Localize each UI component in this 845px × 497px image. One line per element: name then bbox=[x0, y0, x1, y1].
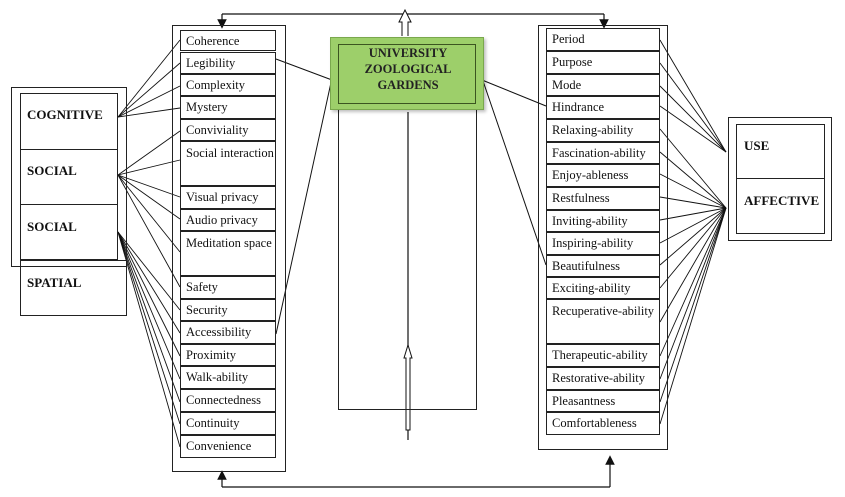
label-use: USE bbox=[744, 138, 770, 153]
left-list-item: Connectedness bbox=[180, 389, 276, 412]
right-list-item: Purpose bbox=[546, 51, 660, 74]
left-list-item: Security bbox=[180, 299, 276, 321]
right-list-item: Enjoy-ableness bbox=[546, 164, 660, 187]
right-list-item: Comfortableness bbox=[546, 412, 660, 435]
label-affective: AFFECTIVE bbox=[744, 193, 820, 208]
right-list-item: Inspiring-ability bbox=[546, 232, 660, 255]
left-inner-frame bbox=[20, 93, 118, 260]
right-list-item: Period bbox=[546, 28, 660, 51]
left-list-item: Conviviality bbox=[180, 119, 276, 141]
left-list-item: Meditation space bbox=[180, 231, 276, 276]
left-list-item: Visual privacy bbox=[180, 186, 276, 209]
label-social-2: SOCIAL bbox=[27, 219, 77, 234]
left-list-outer bbox=[172, 25, 286, 472]
label-spatial: SPATIAL bbox=[27, 275, 82, 290]
right-list-item: Therapeutic-ability bbox=[546, 344, 660, 367]
left-list-item: Walk-ability bbox=[180, 366, 276, 389]
left-list-item: Continuity bbox=[180, 412, 276, 435]
right-inner-frame bbox=[736, 124, 825, 234]
right-list-item: Beautifulness bbox=[546, 255, 660, 277]
left-list-item: Coherence bbox=[180, 30, 276, 51]
right-list-item: Exciting-ability bbox=[546, 277, 660, 299]
right-list-item: Restfulness bbox=[546, 187, 660, 210]
label-cognitive: COGNITIVE bbox=[27, 107, 103, 122]
center-title-line-1: UNIVERSITY bbox=[368, 46, 448, 60]
left-list-item: Convenience bbox=[180, 435, 276, 458]
left-outer-frame bbox=[11, 87, 127, 267]
center-title-line-3: GARDENS bbox=[377, 78, 439, 92]
right-list-outer bbox=[538, 25, 668, 450]
left-list-item: Proximity bbox=[180, 344, 276, 366]
left-list-item: Accessibility bbox=[180, 321, 276, 344]
right-list-item: Fascination-ability bbox=[546, 142, 660, 164]
right-list-item: Restorative-ability bbox=[546, 367, 660, 390]
center-up-arrow bbox=[398, 8, 412, 36]
right-outer-frame bbox=[728, 117, 832, 241]
left-list-item: Legibility bbox=[180, 52, 276, 74]
spatial-box bbox=[20, 260, 127, 316]
label-social-1: SOCIAL bbox=[27, 163, 77, 178]
right-list-item: Hindrance bbox=[546, 96, 660, 119]
left-list-item: Audio privacy bbox=[180, 209, 276, 231]
left-list-item: Mystery bbox=[180, 96, 276, 119]
right-list-item: Relaxing-ability bbox=[546, 119, 660, 142]
left-list-item: Complexity bbox=[180, 74, 276, 96]
left-list-item: Safety bbox=[180, 276, 276, 299]
right-list-item: Mode bbox=[546, 74, 660, 96]
center-title-line-2: ZOOLOGICAL bbox=[364, 62, 452, 76]
right-list-item: Inviting-ability bbox=[546, 210, 660, 232]
left-list-item: Social interaction bbox=[180, 141, 276, 186]
center-title-box: UNIVERSITY ZOOLOGICAL GARDENS bbox=[330, 37, 484, 110]
right-list-item: Pleasantness bbox=[546, 390, 660, 412]
right-list-item: Recuperative-ability bbox=[546, 299, 660, 344]
